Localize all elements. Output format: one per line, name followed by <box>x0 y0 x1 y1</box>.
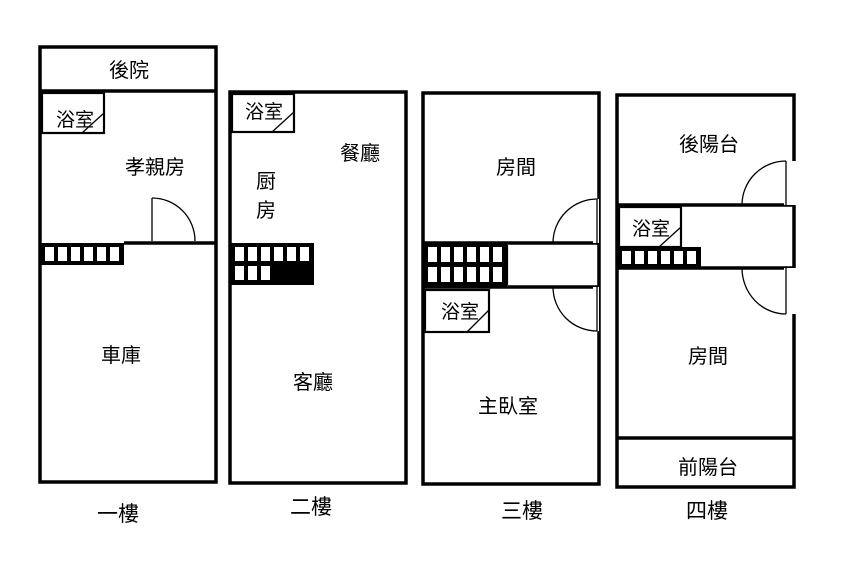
floor-4-bath-label: 浴室 <box>632 218 670 240</box>
floor-4-caption: 四樓 <box>686 499 728 523</box>
floor-1-caption: 一樓 <box>97 502 139 526</box>
floor-2-bath-door <box>271 111 295 133</box>
floor-2-living-label: 客廳 <box>293 370 333 394</box>
floor-1-stairs <box>40 243 124 265</box>
floor-3-room-door <box>552 198 599 244</box>
floor-3-plan: 房間 浴室 主臥室 三樓 <box>421 91 601 523</box>
floor-2-bath-label: 浴室 <box>245 101 283 123</box>
floor-2-kitchen-label-1: 厨 <box>256 169 276 193</box>
floor-3-master-label: 主臥室 <box>478 394 538 418</box>
floor-1-garage-label: 車庫 <box>101 343 141 367</box>
floor-1-bath-label: 浴室 <box>56 109 94 131</box>
floor-3-stairs <box>423 243 507 287</box>
floor-3-bath-label: 浴室 <box>441 301 479 323</box>
floor-2-stairs <box>230 243 314 285</box>
floor-4-room-door <box>741 267 796 315</box>
floor-4-front-balcony-label: 前陽台 <box>678 455 738 479</box>
floor-2-dining-label: 餐廳 <box>340 141 380 165</box>
floor-3-caption: 三樓 <box>501 499 543 523</box>
floor-1-plan: 後院 浴室 孝親房 車庫 一樓 <box>38 45 218 526</box>
floor-3-bath-outline <box>423 288 491 334</box>
floor-1-bath-door <box>81 112 105 134</box>
floor-4-plan: 後陽台 浴室 房間 前陽台 四樓 <box>615 93 796 523</box>
floor-2-caption: 二樓 <box>290 495 332 519</box>
floor-2-plan: 浴室 餐廳 厨 房 客廳 二樓 <box>228 90 408 519</box>
floor-4-bath-door <box>658 226 682 248</box>
floor-1-room-door <box>151 197 196 242</box>
floor-4-balcony-door <box>741 160 796 206</box>
floor-4-stairs <box>617 247 701 268</box>
floor-1-backyard-label: 後院 <box>109 58 149 82</box>
floor-3-bath-door <box>466 309 490 333</box>
floor-2-bath-outline <box>230 92 296 134</box>
floor-3-master-door <box>552 286 599 332</box>
floor-2-outline <box>228 90 408 485</box>
floor-1-elder-room-label: 孝親房 <box>125 155 185 179</box>
floor-2-kitchen-label-2: 房 <box>256 198 276 222</box>
floor-3-room-label: 房間 <box>496 155 536 179</box>
floor-4-rear-balcony-label: 後陽台 <box>679 132 739 156</box>
floor-4-room-label: 房間 <box>688 344 728 368</box>
